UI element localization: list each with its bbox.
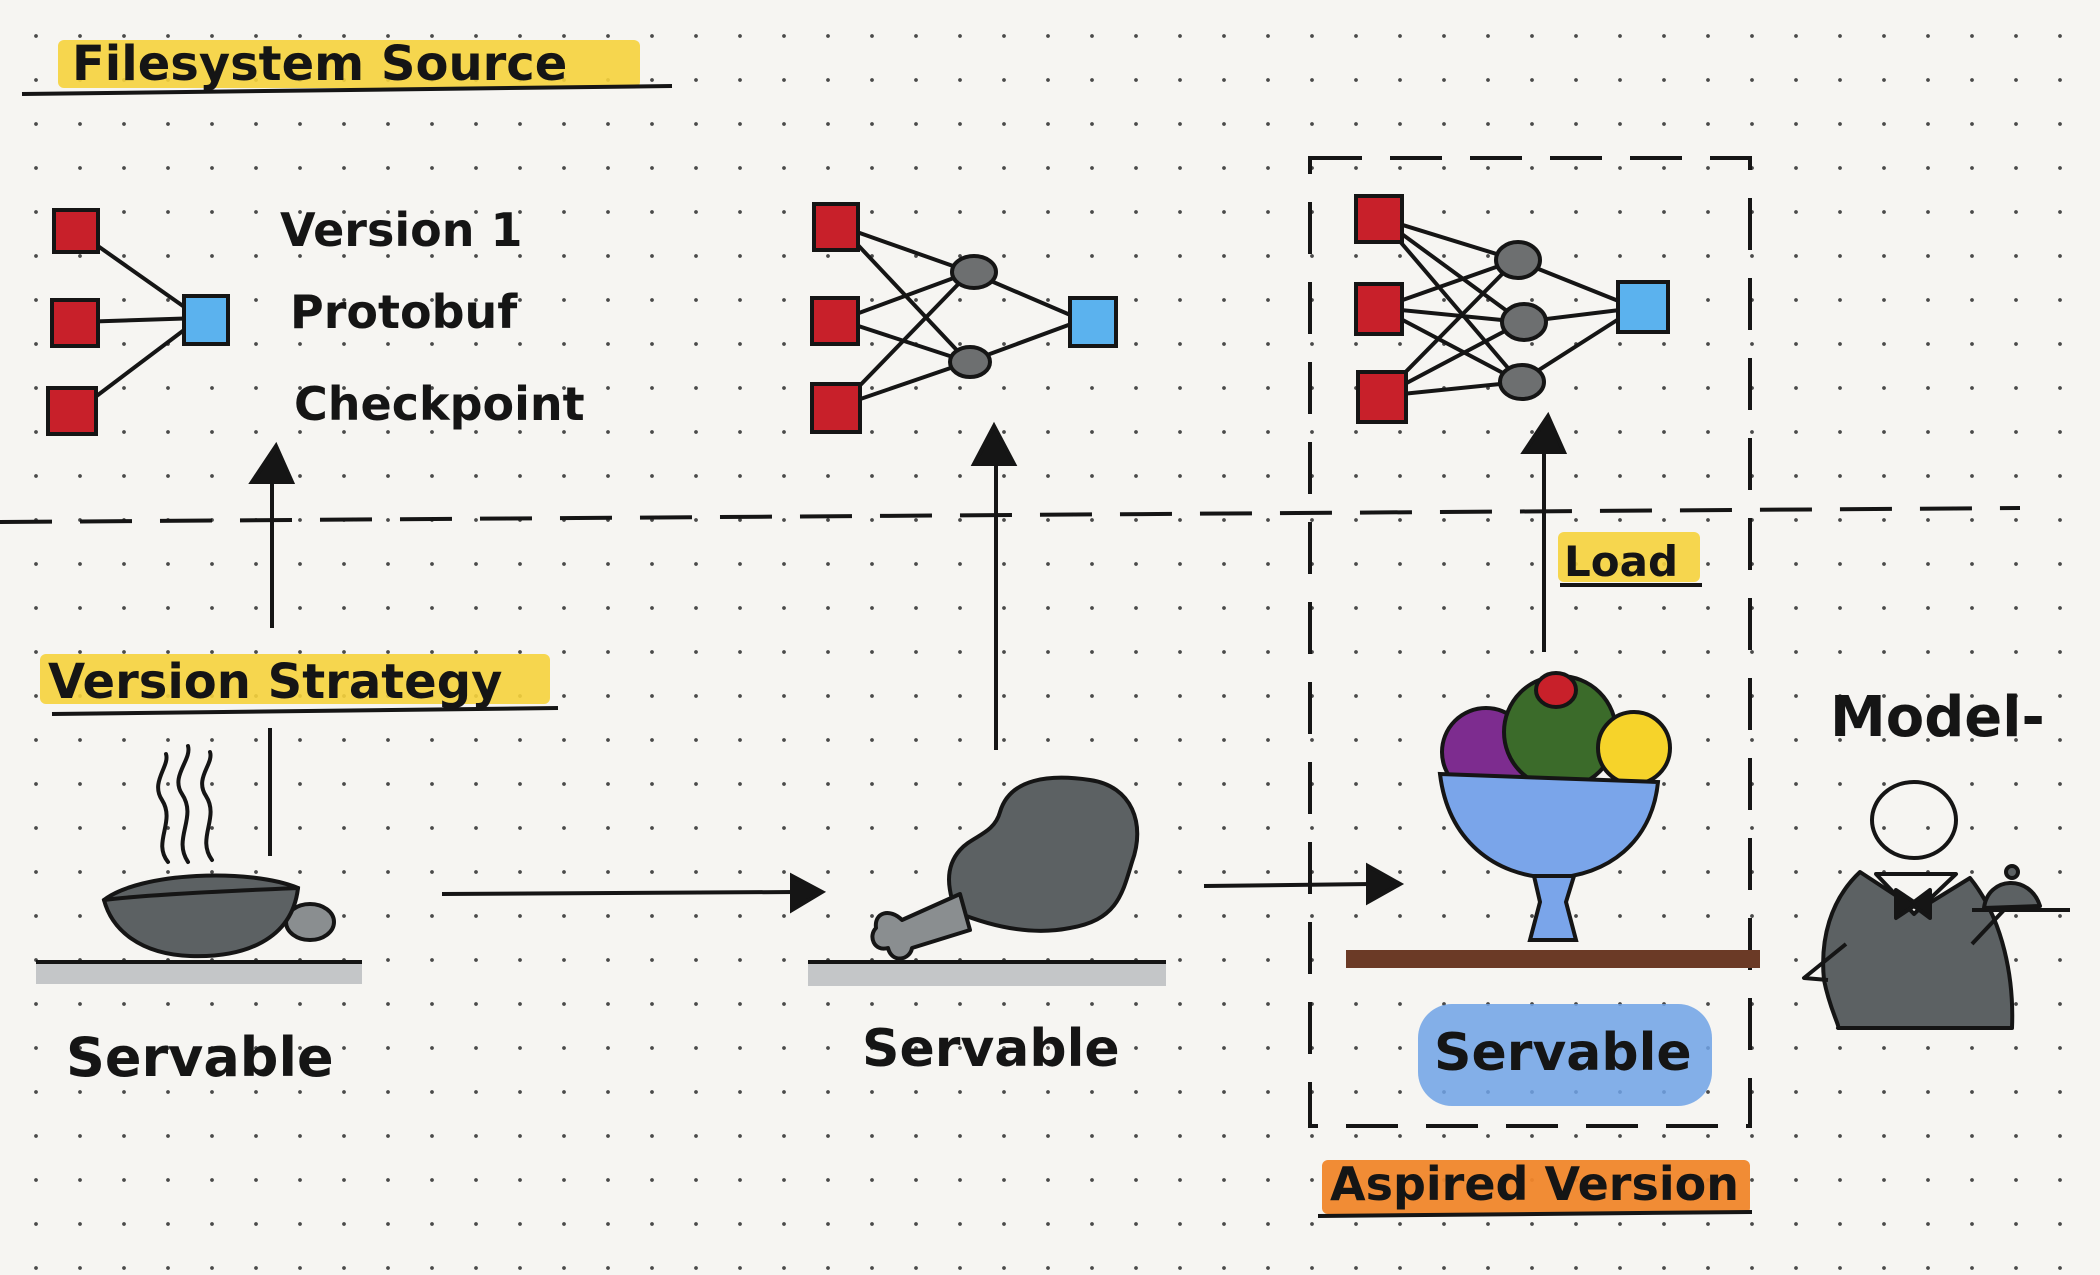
input-node [1356,370,1408,424]
arrowhead-up-3 [1520,411,1568,454]
highlight-filesystem-source [58,40,640,88]
output-node [1616,280,1670,334]
aspired-version-box [1308,156,1752,1128]
bowl-stem [1527,874,1579,942]
scoop-yellow [1596,710,1672,786]
version-strategy-label: Version Strategy [48,654,502,710]
input-node [810,296,860,346]
arrowhead-right-2 [1366,862,1405,906]
network-2-version-icon [810,202,1118,434]
hidden-node [1498,363,1546,401]
highlight-version-strategy [40,654,550,704]
servable-drumstick-label: Servable [862,1019,1120,1079]
filesystem-source-underline [21,84,673,96]
hidden-node [1500,302,1548,342]
steam-line [200,750,214,862]
underlines [21,84,1753,1218]
serving-cloche-icon [1982,881,2042,910]
horizontal-separator-line [0,506,2021,524]
checkpoint-label: Checkpoint [294,377,585,431]
input-node [812,202,860,252]
steam-line [156,752,170,864]
bow-tie-icon [1894,888,1932,920]
highlights [40,40,1750,1214]
arrowhead-up-1 [248,441,296,484]
protobuf-label: Protobuf [290,285,518,339]
soup-shelf [36,960,362,984]
version-1-label: Version 1 [280,203,523,257]
network-1-version-icon [46,208,230,436]
version-strategy-underline [51,706,559,716]
arrowhead-right-1 [790,872,827,914]
drumstick-shelf [808,960,1166,986]
servable-icecream-label: Servable [1434,1023,1692,1083]
aspired-version-underline [1317,1210,1753,1218]
hidden-node [950,254,998,290]
arrows [248,411,1568,914]
highlight-aspired-version [1322,1160,1750,1214]
drumstick-bone [870,892,972,961]
bowl-rim [102,886,300,902]
waiter-head [1870,780,1958,860]
output-node [1068,296,1118,348]
aspired-version-label: Aspired Version [1330,1157,1739,1211]
input-node [1354,282,1404,336]
network-3-version-icon [1354,194,1670,424]
arrowhead-up-2 [970,421,1018,466]
servable-soup-label: Servable [66,1026,334,1089]
icecream-shelf [1346,950,1760,968]
waiter-icon [1802,780,2070,1030]
highlight-load [1558,532,1700,582]
soup-bowl-icon [101,744,336,959]
cherry [1534,671,1578,709]
input-node [50,298,100,348]
arrow-soup-to-drumstick [441,890,797,896]
hidden-node [1494,240,1542,280]
drumstick-icon [870,775,1140,961]
dashed-separators [0,156,2021,1128]
input-node [810,382,862,434]
arrow-drumstick-to-icecream [1203,882,1373,888]
ice-cream-sundae-icon [1437,671,1672,942]
bowl-cup [1437,771,1661,881]
serving-tray-arm [1970,908,2006,946]
highlight-servable-icecream [1418,1004,1712,1106]
load-label: Load [1564,537,1678,586]
labels: Filesystem Source Version 1 Protobuf Che… [48,36,2045,1211]
filesystem-source-label: Filesystem Source [72,36,567,92]
waiter-arm [1802,942,1848,982]
cloche-knob [2004,864,2020,880]
input-node [46,386,98,436]
input-node [1354,194,1404,244]
hidden-node [948,345,992,379]
input-node [52,208,100,254]
drumstick-meat [947,775,1140,933]
model-waiter-label: Model- [1830,685,2045,750]
steam-line [176,744,191,864]
output-node [182,294,230,346]
